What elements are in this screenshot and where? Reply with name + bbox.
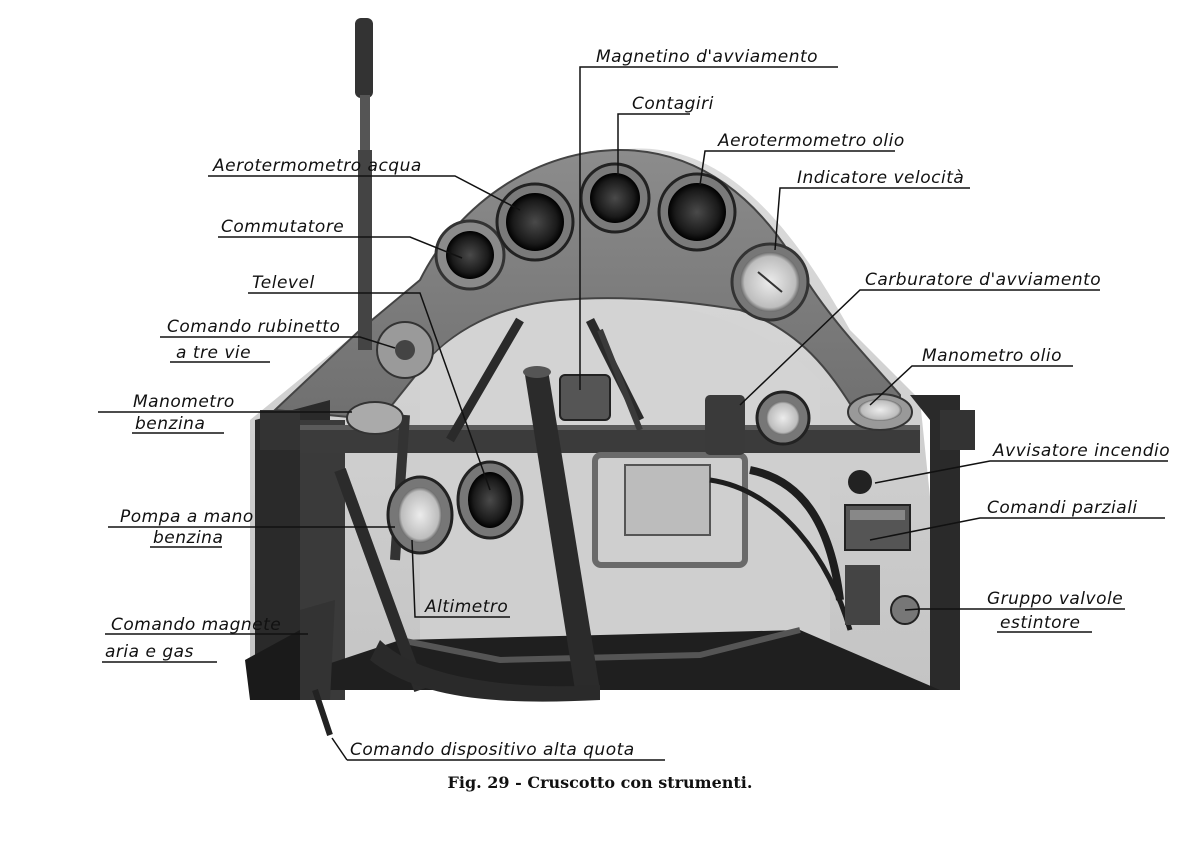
label-avvisatore-incendio: Avvisatore incendio <box>992 441 1170 461</box>
label-commutatore: Commutatore <box>221 217 344 237</box>
label-comandi-parziali: Comandi parziali <box>987 498 1138 518</box>
label-pompa-line2: benzina <box>153 528 223 548</box>
label-comando-rubinetto-line2: a tre vie <box>176 343 251 363</box>
label-comando-alta-quota: Comando dispositivo alta quota <box>350 740 635 760</box>
label-comando-magnete-line2: aria e gas <box>105 642 194 662</box>
label-altimetro: Altimetro <box>424 597 508 617</box>
labels: Magnetino d'avviamento Contagiri Aeroter… <box>105 47 1170 760</box>
figure-caption: Fig. 29 - Cruscotto con strumenti. <box>447 773 753 792</box>
label-pompa-line1: Pompa a mano <box>120 507 254 527</box>
label-aerotermometro-acqua: Aerotermometro acqua <box>212 156 422 176</box>
label-carburatore-avviamento: Carburatore d'avviamento <box>865 270 1101 290</box>
label-manometro-benzina-line2: benzina <box>135 414 205 434</box>
label-televel: Televel <box>252 273 315 293</box>
label-gruppo-valvole-line1: Gruppo valvole <box>987 589 1123 609</box>
label-comando-rubinetto-line1: Comando rubinetto <box>167 317 340 337</box>
label-aerotermometro-olio: Aerotermometro olio <box>717 131 905 151</box>
label-gruppo-valvole-line2: estintore <box>1000 613 1081 633</box>
label-manometro-olio: Manometro olio <box>922 346 1062 366</box>
cockpit-photo <box>245 18 975 736</box>
label-magnetino: Magnetino d'avviamento <box>596 47 818 67</box>
leader-lines <box>98 66 1168 761</box>
label-contagiri: Contagiri <box>632 94 714 114</box>
label-manometro-benzina-line1: Manometro <box>133 392 235 412</box>
label-comando-magnete-line1: Comando magnete <box>111 615 281 635</box>
label-indicatore-velocita: Indicatore velocità <box>797 168 964 188</box>
